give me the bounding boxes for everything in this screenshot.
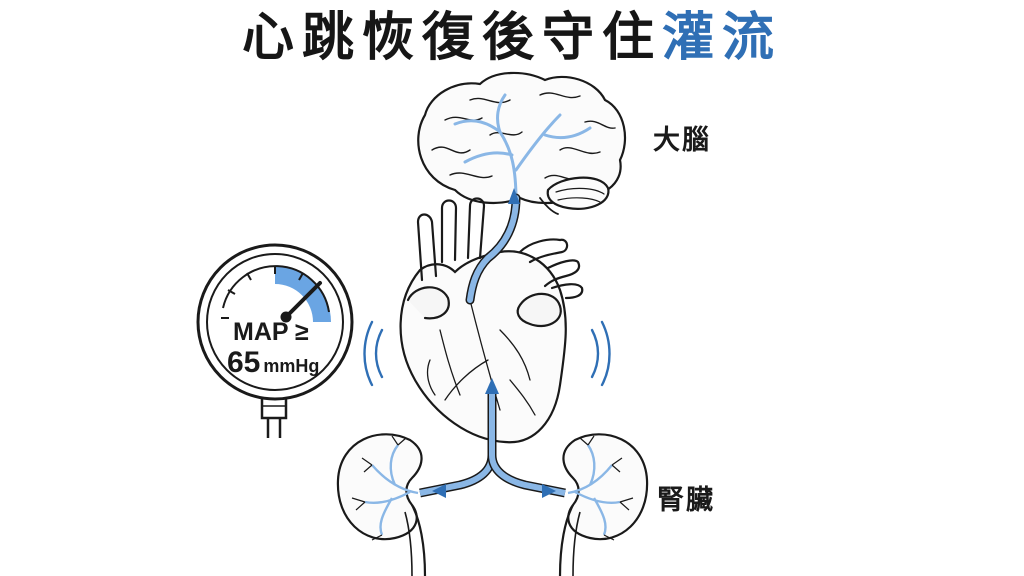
gauge-target-zone [275,266,331,322]
page-title: 心跳恢復後守住灌流 [0,6,1024,70]
pressure-gauge-icon [196,243,354,438]
label-kidneys: 腎臟 [657,485,715,516]
gauge-label: MAP ≥ [233,318,309,346]
title-main: 心跳恢復後守住 [241,8,662,68]
brain-icon [417,71,627,215]
label-brain: 大腦 [653,125,711,156]
kidney-icon [336,433,649,576]
title-highlight: 灌流 [662,8,783,68]
flow-arrow-icon [432,188,556,498]
pulse-wave-icon [363,320,611,387]
gauge-value: 65 [227,346,261,379]
gauge-needle [284,281,322,319]
heart-icon [399,197,584,444]
gauge-unit: mmHg [263,356,320,376]
flow-vessel [419,193,566,498]
